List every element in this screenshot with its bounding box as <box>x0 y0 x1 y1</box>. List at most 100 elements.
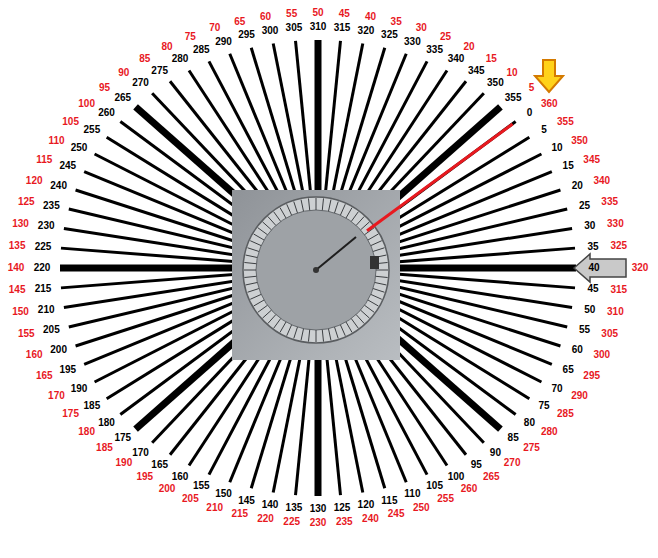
degree-label: 300 <box>593 349 610 361</box>
degree-label: 240 <box>50 180 67 192</box>
degree-label: 180 <box>98 417 115 429</box>
tick-mark <box>322 330 323 342</box>
degree-label: 50 <box>312 7 323 19</box>
degree-label: 100 <box>448 471 465 483</box>
degree-label: 195 <box>60 364 77 376</box>
degree-label: 75 <box>539 400 550 412</box>
tick-mark <box>368 234 378 240</box>
photo-ground <box>232 190 400 360</box>
degree-label: 10 <box>507 67 518 79</box>
degree-label: 360 <box>541 98 558 110</box>
degree-label: 115 <box>36 154 52 166</box>
tick-mark <box>280 208 286 218</box>
degree-label: 245 <box>388 508 405 520</box>
degree-label: 220 <box>257 513 274 525</box>
tick-mark <box>287 204 292 215</box>
tick-mark <box>328 200 330 212</box>
degree-label: 105 <box>62 116 79 128</box>
degree-label: 205 <box>43 324 60 336</box>
tick-mark <box>254 300 264 306</box>
degree-label: 120 <box>26 175 43 187</box>
degree-label: 340 <box>593 175 610 187</box>
degree-label: 95 <box>99 82 110 94</box>
tick-mark <box>244 262 256 263</box>
degree-label: 355 <box>505 92 522 104</box>
compass-needle <box>316 237 356 270</box>
degree-label: 260 <box>98 107 115 119</box>
degree-label: 65 <box>563 364 574 376</box>
degree-label: 45 <box>339 8 350 20</box>
tick-mark <box>373 248 384 252</box>
degree-label: 200 <box>159 483 176 495</box>
degree-label: 30 <box>416 22 427 34</box>
degree-label: 195 <box>136 471 153 483</box>
tick-mark <box>328 329 330 341</box>
tick-mark <box>335 202 339 213</box>
pointer-line <box>367 124 513 231</box>
degree-label: 300 <box>262 25 279 37</box>
degree-label: 155 <box>193 480 210 492</box>
degree-label: 315 <box>611 284 628 296</box>
degree-label: 280 <box>541 426 558 438</box>
tick-mark <box>351 319 358 329</box>
tick-mark <box>371 294 382 299</box>
tick-mark <box>346 208 352 218</box>
degree-label: 240 <box>362 513 379 525</box>
degree-label: 325 <box>611 240 628 252</box>
degree-label: 200 <box>50 344 67 356</box>
tick-mark <box>262 310 271 318</box>
degree-label: 235 <box>43 200 60 212</box>
tick-mark <box>294 327 298 338</box>
degree-label: 30 <box>584 220 595 232</box>
degree-label: 150 <box>215 488 232 500</box>
tick-mark <box>280 322 286 332</box>
degree-label: 305 <box>601 328 618 340</box>
degree-label: 350 <box>571 135 588 147</box>
tick-mark <box>246 255 258 257</box>
degree-label: 165 <box>151 459 168 471</box>
degree-label: 75 <box>185 31 196 43</box>
ray-lines <box>60 40 576 496</box>
degree-label: 40 <box>588 262 599 274</box>
tick-mark <box>322 198 323 210</box>
degree-label: 170 <box>132 447 149 459</box>
tick-mark <box>351 212 358 222</box>
degree-label: 40 <box>365 11 376 23</box>
degree-label: 130 <box>12 218 29 230</box>
degree-label: 80 <box>524 417 535 429</box>
degree-label: 165 <box>36 370 53 382</box>
tick-mark <box>301 329 303 341</box>
degree-label: 90 <box>490 447 501 459</box>
degree-label: 190 <box>71 383 88 395</box>
degree-label: 310 <box>607 306 624 318</box>
degree-label: 135 <box>286 502 303 514</box>
tick-mark <box>308 330 309 342</box>
tick-mark <box>346 322 352 332</box>
compass-ring <box>243 197 389 343</box>
degree-label: 185 <box>96 442 113 454</box>
degree-label: 205 <box>182 493 199 505</box>
tick-mark <box>287 325 292 336</box>
degree-label: 230 <box>310 517 327 529</box>
degree-label: 225 <box>283 516 300 528</box>
degree-label: 295 <box>583 370 600 382</box>
degree-label: 145 <box>9 284 26 296</box>
degree-label: 110 <box>48 135 64 147</box>
degree-label: 60 <box>260 11 271 23</box>
degree-label: 345 <box>583 154 600 166</box>
tick-mark <box>268 216 276 225</box>
degree-label: 275 <box>151 65 168 77</box>
degree-label: 0 <box>527 107 533 119</box>
degree-label: 80 <box>161 41 172 53</box>
degree-label: 175 <box>62 408 79 420</box>
degree-label: 125 <box>18 196 35 208</box>
tick-mark <box>248 248 259 252</box>
degree-label: 230 <box>38 220 55 232</box>
tick-mark <box>274 212 281 222</box>
degree-label: 335 <box>426 44 443 56</box>
degree-label: 155 <box>18 328 35 340</box>
degree-label: 270 <box>504 457 521 469</box>
degree-label: 355 <box>557 116 574 128</box>
degree-label: 255 <box>84 124 101 136</box>
